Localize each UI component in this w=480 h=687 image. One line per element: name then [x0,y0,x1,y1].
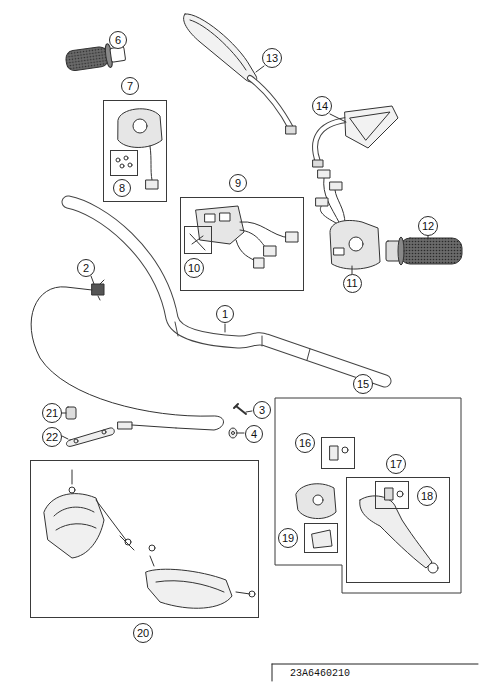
handlebar [68,202,385,381]
callout-circle: 19 [278,528,298,548]
callout-circle: 12 [418,216,438,236]
parts-group-frame: 10 [184,226,212,254]
callout-number: 1 [222,309,228,320]
callout-number: 22 [46,432,58,443]
callout-circle: 7 [121,77,139,95]
callout-circle: 16 [295,433,315,453]
callout-circle: 17 [386,454,406,474]
parts-group-frame: 910 [180,197,304,291]
right-grip [386,237,462,265]
mirror-left [183,14,296,134]
handguards [44,470,255,608]
callout-number: 8 [119,183,125,194]
callout-circle: 11 [343,274,362,293]
callout-number: 19 [282,533,294,544]
callout-number: 6 [115,35,121,46]
callout-circle: 14 [312,96,332,116]
callout-circle: 2 [77,259,95,277]
callout-circle: 8 [113,179,131,197]
clip-and-clamp [66,407,114,446]
parts-group-frame: 20 [30,460,259,618]
callout-number: 3 [259,405,265,416]
callout-number: 16 [299,438,311,449]
callout-circle: 18 [417,486,437,506]
callout-circle: 20 [133,623,153,643]
group-outline-path [275,398,461,593]
callout-circle: 9 [229,174,247,192]
callout-number: 13 [266,53,278,64]
callout-circle: 1 [216,305,234,323]
callout-number: 2 [83,263,89,274]
callout-number: 18 [421,491,433,502]
callout-circle: 15 [353,374,373,394]
callout-number: 4 [251,429,257,440]
parts-group-frame: 8 [110,150,138,176]
callout-number: 15 [357,379,369,390]
drawing-number: 23A6460210 [290,668,350,679]
callout-circle: 3 [253,401,271,419]
callout-number: 14 [316,101,328,112]
callout-circle: 13 [262,48,282,68]
callout-number: 21 [46,408,58,419]
callout-number: 17 [390,459,402,470]
parts-group-frame: 1516171819 [275,398,461,593]
left-switch [116,109,162,189]
parts-group-frame: 78 [103,100,167,202]
clutch-lever-assembly [296,446,438,573]
throttle-cable [31,280,223,430]
callout-number: 10 [188,263,200,274]
callout-number: 7 [127,81,133,92]
parts-group-frame: 16 [321,437,355,469]
callout-number: 11 [346,278,357,289]
combination-switch [190,206,298,268]
parts-group-frame: 19 [304,523,338,553]
callout-number: 20 [137,628,149,639]
callout-number: 9 [235,178,241,189]
callout-circle: 6 [109,31,127,49]
callout-circle: 10 [184,258,204,278]
callout-number: 12 [422,221,434,232]
right-switch [316,170,380,269]
callout-circle: 4 [245,425,263,443]
drawing-number-box: 23A6460210 [290,668,350,679]
callout-circle: 21 [42,403,62,423]
parts-group-frame: 18 [375,481,409,509]
callout-circle: 22 [42,427,62,447]
parts-group-frame: 1718 [346,477,450,583]
